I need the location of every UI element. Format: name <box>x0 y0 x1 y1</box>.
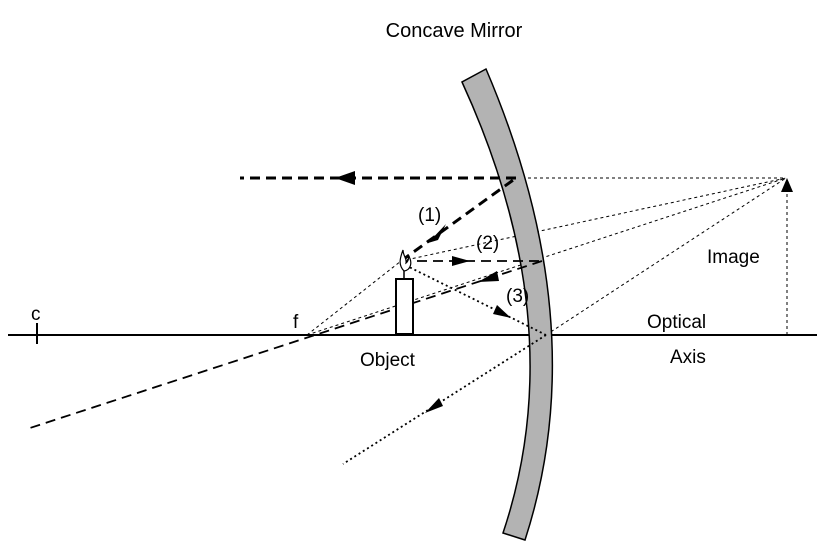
ray-1-reflected-arrow <box>335 171 355 185</box>
object-label: Object <box>360 350 416 371</box>
concave-mirror <box>461 67 554 541</box>
ray-2-reflected-arrow <box>478 271 499 282</box>
ray-3-label: (3) <box>506 286 529 307</box>
ray-2-arrow <box>452 256 470 266</box>
construction-line-focus-to-tip <box>306 260 402 336</box>
center-label: c <box>31 304 41 325</box>
ray-1-arrow <box>428 224 446 243</box>
focal-point-label: f <box>293 312 299 333</box>
candle-flame-icon <box>399 249 412 272</box>
optical-axis-label-line1: Optical <box>647 312 706 333</box>
ray-3-reflected <box>342 334 547 465</box>
ray-3-arrow <box>493 305 511 318</box>
ray-3-reflected-arrow <box>425 398 443 413</box>
ray-1-label: (1) <box>418 205 441 226</box>
ray-2-label: (2) <box>476 233 499 254</box>
ray-1-incident <box>400 176 517 263</box>
candle-body <box>395 278 414 335</box>
image-arrow-head <box>781 178 793 192</box>
ray-2-reflected <box>29 260 543 429</box>
ray-3-incident <box>400 262 547 336</box>
diagram-title: Concave Mirror <box>386 20 523 42</box>
construction-line-focus <box>306 177 787 336</box>
optical-axis-label-line2: Axis <box>670 347 706 368</box>
image-label: Image <box>707 247 760 268</box>
